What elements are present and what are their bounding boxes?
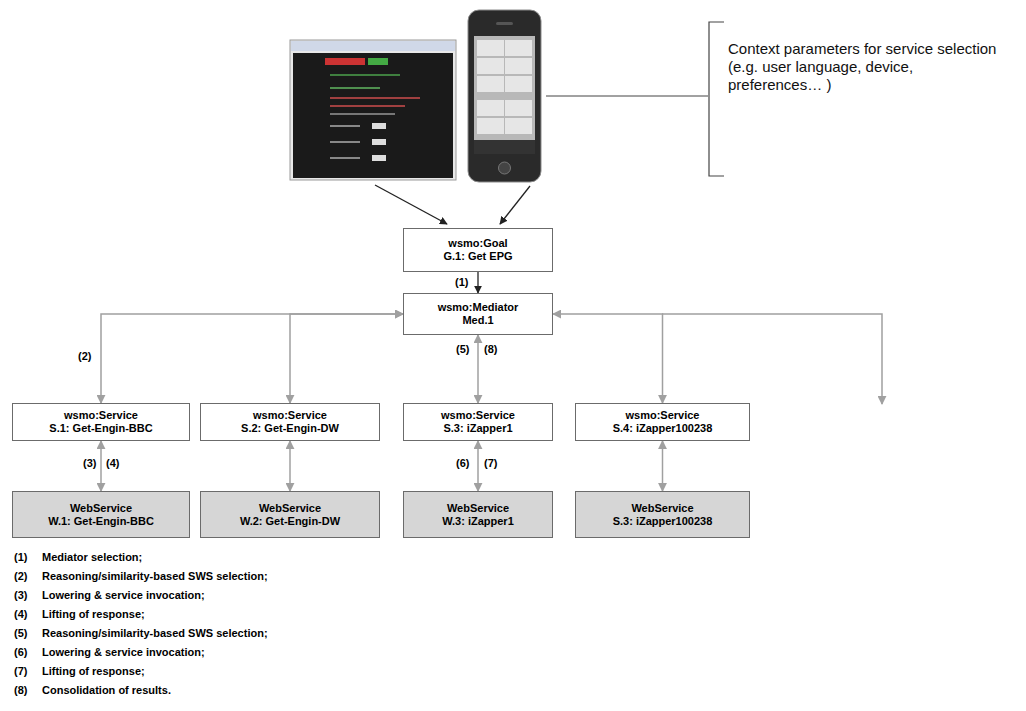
legend-number: (3) bbox=[14, 589, 27, 602]
box-type: WebService bbox=[584, 502, 741, 515]
legend-number: (4) bbox=[14, 608, 27, 621]
web-service-box: WebServiceW.2: Get-Engin-DW bbox=[200, 491, 380, 538]
legend-text: Lifting of response; bbox=[42, 608, 145, 621]
connector-arrow bbox=[477, 335, 479, 403]
input-arrow bbox=[500, 186, 530, 224]
box-type: wsmo:Service bbox=[21, 409, 181, 422]
legend-number: (6) bbox=[14, 646, 27, 659]
wsmo-box: wsmo:ServiceS.3: iZapper1 bbox=[403, 403, 553, 441]
legend-number: (5) bbox=[14, 627, 27, 640]
box-name: S.2: Get-Engin-DW bbox=[209, 422, 371, 435]
connector-arrow bbox=[100, 441, 102, 491]
bracket bbox=[709, 22, 724, 176]
box-name: G.1: Get EPG bbox=[412, 250, 544, 263]
legend-text: Reasoning/similarity-based SWS selection… bbox=[42, 570, 268, 583]
box-name: W.2: Get-Engin-DW bbox=[209, 515, 371, 528]
step-number: (7) bbox=[484, 457, 497, 470]
wsmo-box: wsmo:GoalG.1: Get EPG bbox=[403, 228, 553, 272]
web-service-box: WebServiceS.3: iZapper100238 bbox=[575, 491, 750, 538]
box-type: WebService bbox=[412, 502, 544, 515]
legend-text: Reasoning/similarity-based SWS selection… bbox=[42, 627, 268, 640]
legend-text: Mediator selection; bbox=[42, 551, 142, 564]
box-type: wsmo:Goal bbox=[412, 237, 544, 250]
legend-text: Lowering & service invocation; bbox=[42, 646, 205, 659]
box-type: wsmo:Service bbox=[209, 409, 371, 422]
box-type: wsmo:Service bbox=[412, 409, 544, 422]
step-number: (2) bbox=[78, 350, 91, 363]
legend-text: Consolidation of results. bbox=[42, 684, 171, 697]
legend-number: (1) bbox=[14, 551, 27, 564]
browser-screenshot bbox=[290, 40, 456, 180]
legend-number: (8) bbox=[14, 684, 27, 697]
box-name: S.3: iZapper100238 bbox=[584, 515, 741, 528]
wsmo-box: wsmo:ServiceS.2: Get-Engin-DW bbox=[200, 403, 380, 441]
connector-arrow bbox=[662, 441, 664, 491]
box-name: Med.1 bbox=[412, 314, 544, 327]
legend-text: Lifting of response; bbox=[42, 665, 145, 678]
connector-arrow bbox=[101, 314, 403, 403]
connector-arrow bbox=[477, 441, 479, 491]
box-name: S.3: iZapper1 bbox=[412, 422, 544, 435]
extra-branch bbox=[662, 314, 882, 404]
legend-text: Lowering & service invocation; bbox=[42, 589, 205, 602]
connector-arrow bbox=[553, 314, 663, 403]
step-number: (3) bbox=[83, 457, 96, 470]
leader-line bbox=[546, 96, 708, 97]
box-name: S.1: Get-Engin-BBC bbox=[21, 422, 181, 435]
legend-number: (7) bbox=[14, 665, 27, 678]
box-type: WebService bbox=[21, 502, 181, 515]
legend-number: (2) bbox=[14, 570, 27, 583]
connector-arrow bbox=[289, 441, 291, 491]
wsmo-box: wsmo:ServiceS.1: Get-Engin-BBC bbox=[12, 403, 190, 441]
wsmo-box: wsmo:ServiceS.4: iZapper100238 bbox=[575, 403, 750, 441]
input-arrow bbox=[375, 185, 447, 224]
step-number: (6) bbox=[456, 457, 469, 470]
box-type: wsmo:Mediator bbox=[412, 301, 544, 314]
box-type: WebService bbox=[209, 502, 371, 515]
box-name: W.3: iZapper1 bbox=[412, 515, 544, 528]
box-name: S.4: iZapper100238 bbox=[584, 422, 741, 435]
wsmo-box: wsmo:MediatorMed.1 bbox=[403, 293, 553, 335]
web-service-box: WebServiceW.1: Get-Engin-BBC bbox=[12, 491, 190, 538]
box-type: wsmo:Service bbox=[584, 409, 741, 422]
step-number: (1) bbox=[455, 276, 468, 289]
step-number: (8) bbox=[484, 343, 497, 356]
connector-arrow bbox=[477, 272, 478, 293]
box-name: W.1: Get-Engin-BBC bbox=[21, 515, 181, 528]
step-number: (5) bbox=[456, 343, 469, 356]
connector-arrow bbox=[290, 314, 403, 403]
web-service-box: WebServiceW.3: iZapper1 bbox=[403, 491, 553, 538]
phone-picture bbox=[468, 10, 541, 182]
step-number: (4) bbox=[106, 457, 119, 470]
context-note: Context parameters for service selection… bbox=[728, 40, 998, 94]
